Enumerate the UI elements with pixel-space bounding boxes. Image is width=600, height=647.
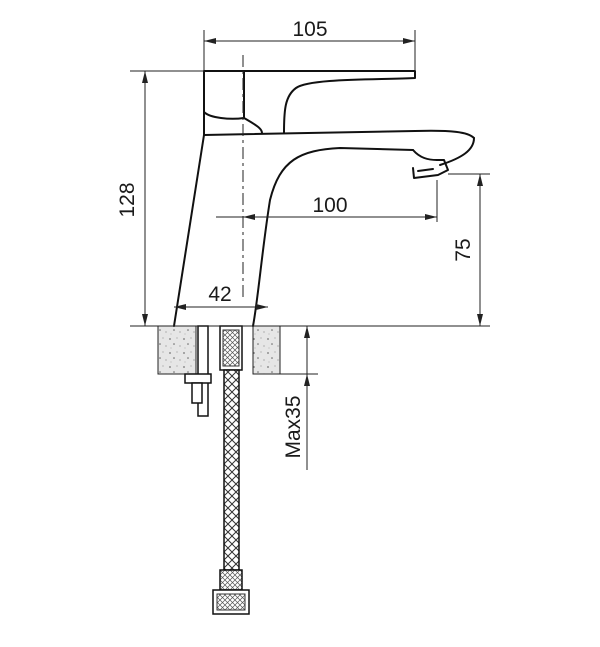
label-total-height: 128 <box>116 182 139 217</box>
faucet-body <box>173 129 475 327</box>
label-base-diameter: 42 <box>208 283 231 306</box>
aerator <box>412 159 449 179</box>
dimension-total-height: 128 <box>116 70 300 327</box>
dimension-spout-reach: 100 <box>216 180 438 222</box>
handle-lever <box>203 70 416 136</box>
dimension-base-diameter: 42 <box>174 283 268 310</box>
dimension-top-width: 105 <box>203 18 416 70</box>
countertop-slab <box>157 325 281 375</box>
flexible-hose <box>212 325 250 615</box>
label-spout-reach: 100 <box>312 194 347 217</box>
label-top-width: 105 <box>292 18 327 41</box>
label-spout-height: 75 <box>452 238 475 261</box>
dimension-spout-height: 75 <box>280 173 490 327</box>
dimension-max-thickness: Max35 <box>280 326 318 470</box>
fixing-rod <box>184 325 212 417</box>
label-max-thickness: Max35 <box>282 395 305 458</box>
